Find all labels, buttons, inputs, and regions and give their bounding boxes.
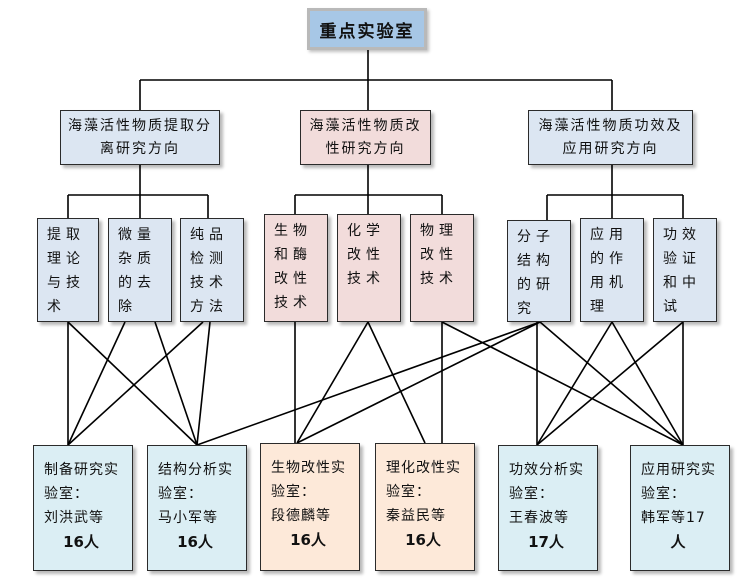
direction-title: 海藻活性物质改性研究方向 [309,117,422,157]
technique-pilot-validation: 功效验证和中试 [653,218,717,322]
lab-count: 16人 [405,531,441,549]
connector-t7-lab6 [539,321,684,446]
lab-name: 生物改性实验室： [271,460,346,500]
connector-t8-lab6 [611,321,684,446]
technique-physical: 物理改性技术 [410,214,474,322]
technique-mechanism: 应用的作用机理 [580,218,644,322]
connector-t8-lab5 [536,321,613,446]
direction-title: 海藻活性物质功效及应用研究方向 [538,117,683,157]
connector-t2-lab1 [67,321,126,446]
lab-name: 制备研究实验室： [44,462,119,502]
lab-count: 16人 [290,531,326,549]
technique-impurity-removal: 微量杂质的去除 [108,218,172,322]
direction-efficacy: 海藻活性物质功效及应用研究方向 [528,110,693,165]
technique-bio-enzyme: 生物和酶改性技术 [264,214,328,322]
connector-t7-lab3 [296,321,541,444]
lab-application-research: 应用研究实验室： 韩军等17 人 [630,445,730,571]
lab-name: 功效分析实验室： [509,462,584,502]
connector-t5-lab4 [367,321,426,444]
root-title: 重点实验室 [319,21,415,42]
connector-t5-lab3 [296,321,369,444]
lab-count: 17人 [528,533,564,551]
lab-head: 马小军等 [158,510,218,526]
lab-head: 韩军等17 [641,510,706,526]
lab-count: 人 [670,533,686,551]
lab-physchem-modification: 理化改性实验室： 秦益民等 16人 [375,443,475,571]
direction-title: 海藻活性物质提取分离研究方向 [68,117,212,157]
connector-t1-lab2 [67,321,198,446]
connector-t3-lab2 [196,321,211,446]
lab-name: 结构分析实验室： [158,462,233,502]
lab-name: 理化改性实验室： [386,460,461,500]
connector-t9-lab5 [536,321,684,446]
lab-head: 刘洪武等 [44,510,104,526]
technique-purity-testing: 纯品检测技术方法 [180,218,244,322]
connector-t3-lab1 [67,321,204,446]
direction-modification: 海藻活性物质改性研究方向 [300,110,431,165]
lab-head: 王春波等 [509,510,569,526]
technique-extraction-theory: 提取理论与技术 [37,218,99,322]
lab-efficacy-analysis: 功效分析实验室： 王春波等 17人 [498,445,598,571]
connector-t7-lab2 [196,321,541,446]
lab-head: 段德麟等 [271,508,331,524]
lab-preparation: 制备研究实验室： 刘洪武等 16人 [33,445,133,571]
lab-name: 应用研究实验室： [641,462,716,502]
lab-count: 16人 [63,533,99,551]
lab-count: 16人 [177,533,213,551]
technique-chemical: 化学改性技术 [337,214,401,322]
technique-molecular-structure: 分子结构的研究 [507,220,571,322]
connector-t2-lab2 [154,321,198,446]
lab-structure-analysis: 结构分析实验室： 马小军等 16人 [147,445,247,571]
direction-extraction: 海藻活性物质提取分离研究方向 [60,110,220,165]
lab-bio-modification: 生物改性实验室： 段德麟等 16人 [260,443,360,571]
lab-head: 秦益民等 [386,508,446,524]
root-node: 重点实验室 [307,8,427,50]
